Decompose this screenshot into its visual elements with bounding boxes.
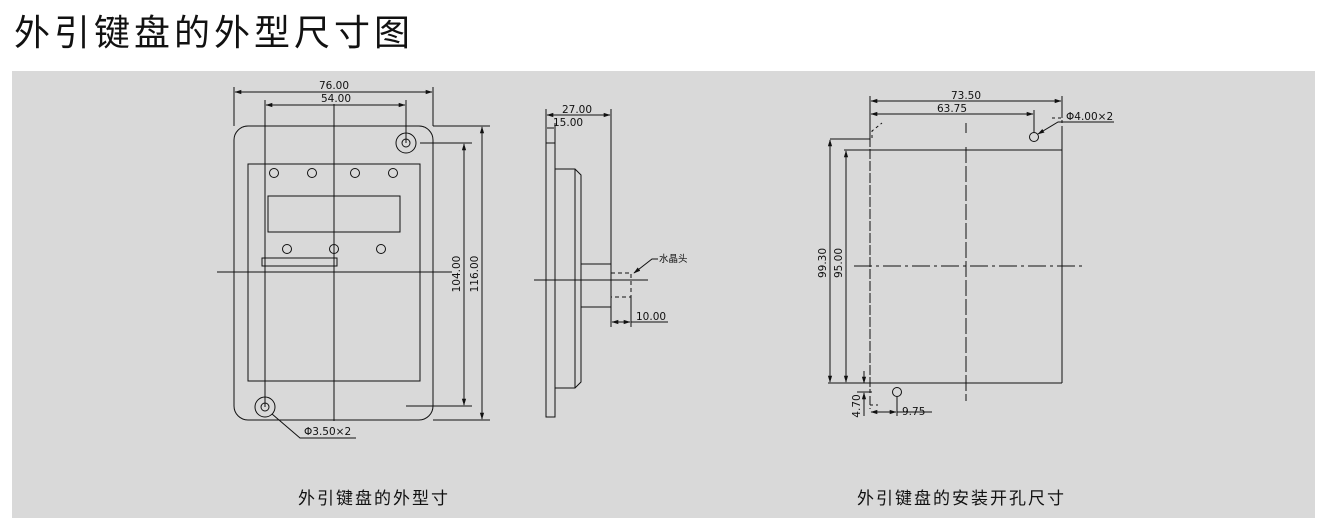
connector-plug: [610, 272, 632, 298]
cutout-mounting-hole: [892, 387, 902, 397]
front-view-dimensions: 76.00 54.00 104.00 116.00 Φ3.50×2: [304, 80, 481, 438]
label-slot: [261, 257, 338, 267]
button: [350, 168, 360, 178]
cutout-view-dimensions: 73.50 63.75 Φ4.00×2 99.30 95.00 4.70 9.7…: [817, 90, 1113, 418]
dim-cutout-offset-h: 9.75: [902, 406, 925, 418]
technical-drawing: 76.00 54.00 104.00 116.00 Φ3.50×2: [217, 80, 1114, 439]
dim-height-outer: 116.00: [469, 256, 481, 293]
dim-cutout-height-outer: 99.30: [817, 248, 829, 278]
dim-width-outer: 76.00: [319, 80, 349, 92]
button: [282, 244, 292, 254]
button: [388, 168, 398, 178]
caption-cutout-dimensions: 外引键盘的安装开孔尺寸: [857, 489, 1066, 509]
button: [376, 244, 386, 254]
front-view: [217, 87, 490, 439]
dim-depth-total: 27.00: [562, 104, 592, 116]
dim-cutout-offset-v: 4.70: [851, 394, 863, 417]
dim-height-inner: 104.00: [451, 256, 463, 293]
cutout-hole-leader: [1037, 121, 1114, 135]
cutout-mounting-hole: [1029, 132, 1039, 142]
side-connector: [580, 263, 612, 308]
dim-cutout-width-inner: 63.75: [937, 103, 967, 115]
dim-cutout-hole-diameter: Φ4.00×2: [1066, 111, 1113, 123]
cutout-view: [827, 96, 1114, 416]
dim-width-inner: 54.00: [321, 93, 351, 105]
drawing-panel: 76.00 54.00 104.00 116.00 Φ3.50×2: [12, 71, 1315, 518]
side-view: [534, 109, 668, 418]
side-view-dimensions: 27.00 15.00 水晶头 10.00: [553, 104, 688, 323]
dim-depth-flange: 15.00: [553, 117, 583, 129]
dim-cutout-height-inner: 95.00: [833, 248, 845, 278]
connector-label: 水晶头: [659, 253, 688, 265]
dim-hole-diameter: Φ3.50×2: [304, 426, 351, 438]
dim-cutout-width-outer: 73.50: [951, 90, 981, 102]
button: [269, 168, 279, 178]
caption-outline-dimensions: 外引键盘的外型寸: [298, 489, 450, 509]
button: [307, 168, 317, 178]
page-title: 外引键盘的外型尺寸图: [14, 13, 415, 54]
dim-connector-length: 10.00: [636, 311, 666, 323]
hole-leader: [271, 413, 356, 439]
connector-leader: [633, 258, 658, 274]
side-body: [555, 168, 582, 389]
